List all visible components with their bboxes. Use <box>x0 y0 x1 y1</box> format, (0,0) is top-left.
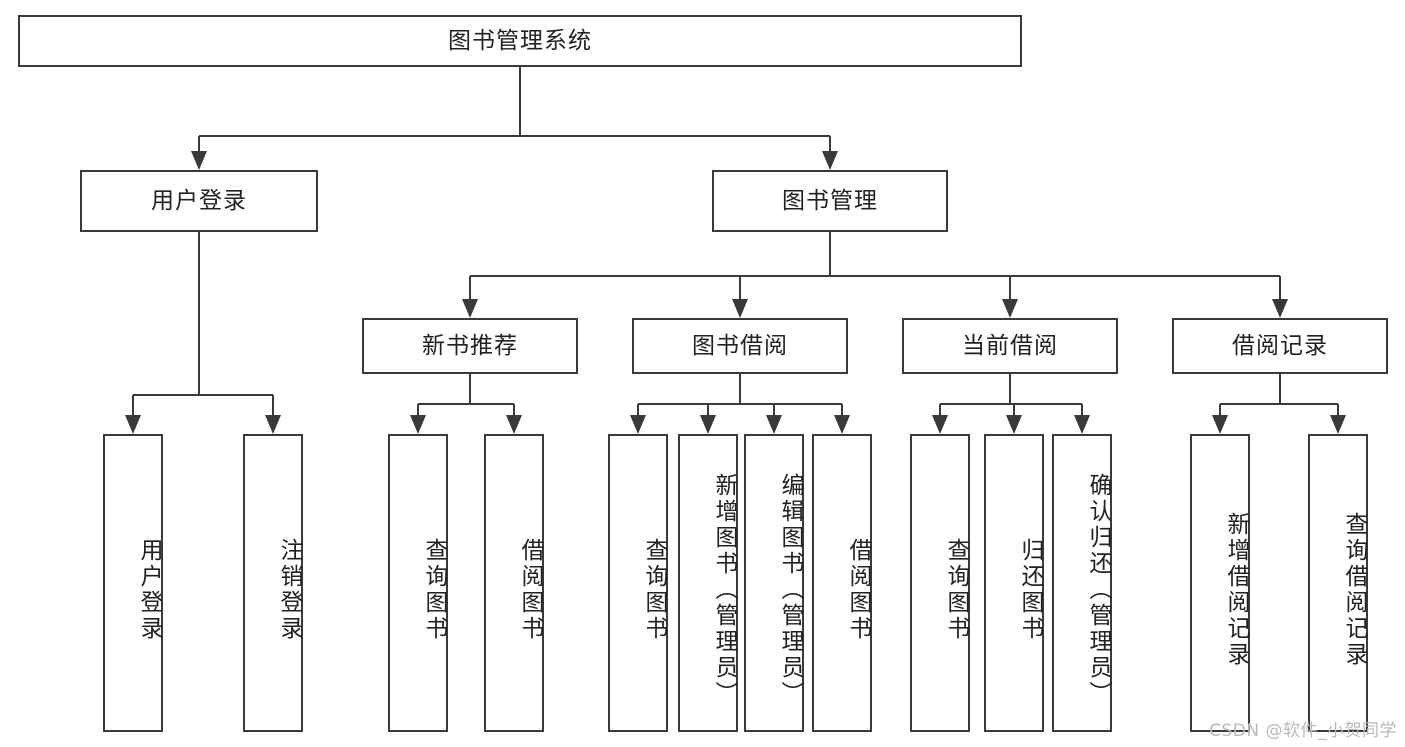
edge-arrowhead <box>1002 299 1018 318</box>
edge-arrowhead <box>265 415 281 434</box>
node-leaf-12[interactable]: 查询借阅记录 <box>1308 434 1368 732</box>
node-leaf-6[interactable]: 编辑图书（管理员） <box>744 434 804 732</box>
node-leaf-8[interactable]: 查询图书 <box>910 434 970 732</box>
node-leaf-11[interactable]: 新增借阅记录 <box>1190 434 1250 732</box>
edge-arrowhead <box>766 415 782 434</box>
edge-arrowhead <box>1074 415 1090 434</box>
node-label: 图书借阅 <box>692 332 788 359</box>
edge-arrowhead <box>822 151 838 170</box>
node-leaf-2[interactable]: 查询图书 <box>388 434 448 732</box>
edge-arrowhead <box>506 415 522 434</box>
edge-arrowhead <box>125 415 141 434</box>
node-level3-2[interactable]: 当前借阅 <box>902 318 1118 374</box>
node-label: 编辑图书（管理员） <box>777 473 803 707</box>
node-label: 查询图书 <box>641 538 667 642</box>
node-label: 借阅图书 <box>845 538 871 642</box>
edge-arrowhead <box>410 415 426 434</box>
node-label: 确认归还（管理员） <box>1085 473 1111 707</box>
edge-arrowhead <box>1272 299 1288 318</box>
node-leaf-3[interactable]: 借阅图书 <box>484 434 544 732</box>
node-leaf-0[interactable]: 用户登录 <box>103 434 163 732</box>
node-leaf-4[interactable]: 查询图书 <box>608 434 668 732</box>
node-leaf-1[interactable]: 注销登录 <box>243 434 303 732</box>
edge-arrowhead <box>834 415 850 434</box>
node-level3-0[interactable]: 新书推荐 <box>362 318 578 374</box>
edge-arrowhead <box>191 151 207 170</box>
node-level3-3[interactable]: 借阅记录 <box>1172 318 1388 374</box>
watermark-label: CSDN @软件_小贺同学 <box>1209 721 1397 741</box>
node-label: 图书管理 <box>782 187 878 214</box>
edge-arrowhead <box>700 415 716 434</box>
node-label: 注销登录 <box>276 538 302 642</box>
node-label: 查询图书 <box>421 538 447 642</box>
node-level2-0[interactable]: 用户登录 <box>80 170 318 232</box>
node-label: 新书推荐 <box>422 332 518 359</box>
node-label: 当前借阅 <box>962 332 1058 359</box>
node-label: 新增图书（管理员） <box>711 473 737 707</box>
node-label: 归还图书 <box>1017 538 1043 642</box>
edge-arrowhead <box>1006 415 1022 434</box>
edge-arrowhead <box>1212 415 1228 434</box>
node-leaf-7[interactable]: 借阅图书 <box>812 434 872 732</box>
node-label: 查询借阅记录 <box>1341 512 1367 668</box>
edge-arrowhead <box>630 415 646 434</box>
node-leaf-10[interactable]: 确认归还（管理员） <box>1052 434 1112 732</box>
node-label: 用户登录 <box>151 187 247 214</box>
edge-arrowhead <box>732 299 748 318</box>
node-level2-1[interactable]: 图书管理 <box>712 170 948 232</box>
node-label: 借阅图书 <box>517 538 543 642</box>
edge-arrowhead <box>1330 415 1346 434</box>
node-level3-1[interactable]: 图书借阅 <box>632 318 848 374</box>
edge-arrowhead <box>462 299 478 318</box>
node-label: 查询图书 <box>943 538 969 642</box>
node-label: 新增借阅记录 <box>1223 512 1249 668</box>
node-label: 用户登录 <box>136 538 162 642</box>
node-leaf-9[interactable]: 归还图书 <box>984 434 1044 732</box>
node-leaf-5[interactable]: 新增图书（管理员） <box>678 434 738 732</box>
node-label: 借阅记录 <box>1232 332 1328 359</box>
node-root[interactable]: 图书管理系统 <box>18 15 1022 67</box>
node-label: 图书管理系统 <box>448 27 592 54</box>
edge-arrowhead <box>932 415 948 434</box>
